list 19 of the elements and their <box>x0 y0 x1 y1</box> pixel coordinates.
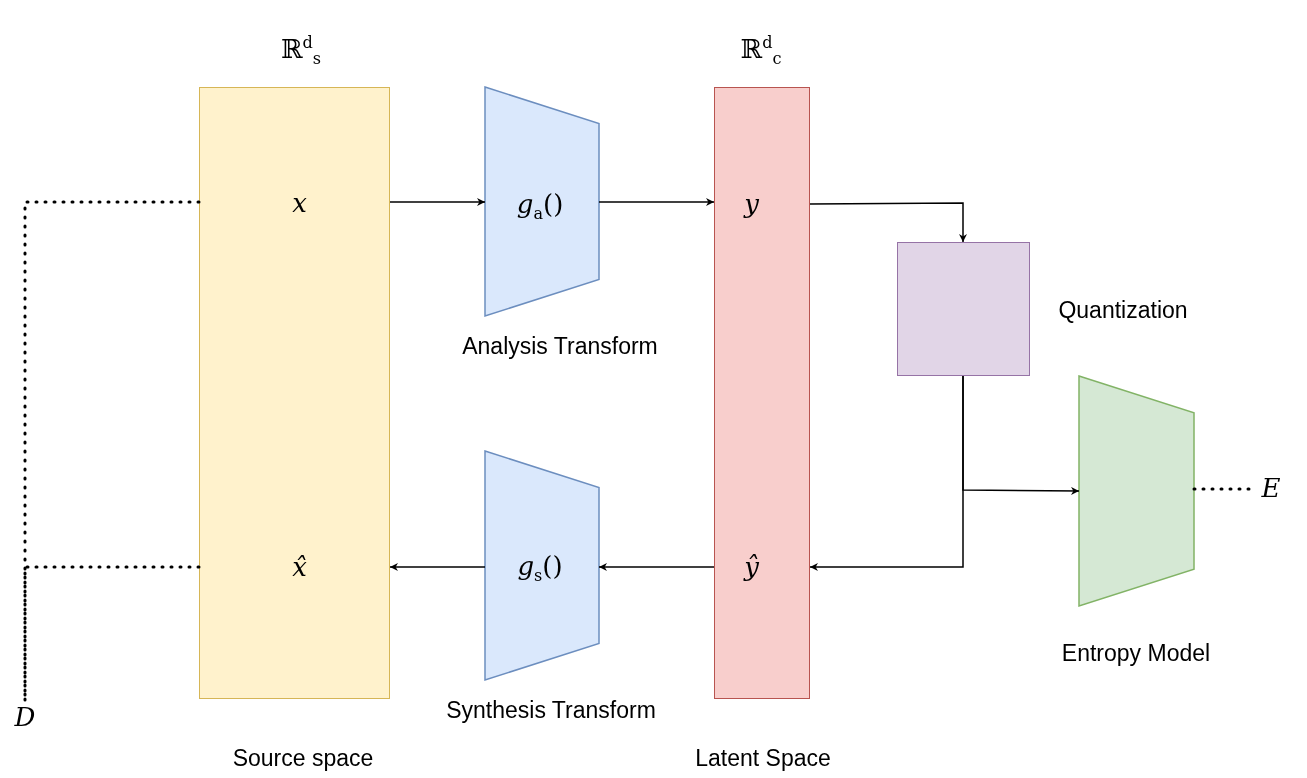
math-symbol: g$_{s}$() <box>517 551 563 585</box>
caption-text: Latent Space <box>695 746 831 772</box>
math-symbol: x <box>292 188 307 217</box>
caption-text: Quantization <box>1058 298 1188 324</box>
math-symbol: g$_{a}$() <box>516 189 564 223</box>
math-symbol: ŷ <box>744 552 759 581</box>
math-symbol: E <box>1261 473 1281 503</box>
caption-text: Entropy Model <box>1061 641 1211 667</box>
arrow <box>809 202 967 243</box>
caption-text: Synthesis Transform <box>446 698 656 724</box>
caption-text: Analysis Transform <box>462 334 658 360</box>
arrow <box>962 375 1080 495</box>
caption-text: Source space <box>232 746 374 772</box>
math-symbol: x̂ <box>292 552 307 581</box>
math-symbol: D <box>14 702 36 732</box>
arrow <box>389 198 486 206</box>
arrow <box>389 563 486 571</box>
math-symbol: y <box>744 189 759 218</box>
dotted-line <box>23 565 201 702</box>
